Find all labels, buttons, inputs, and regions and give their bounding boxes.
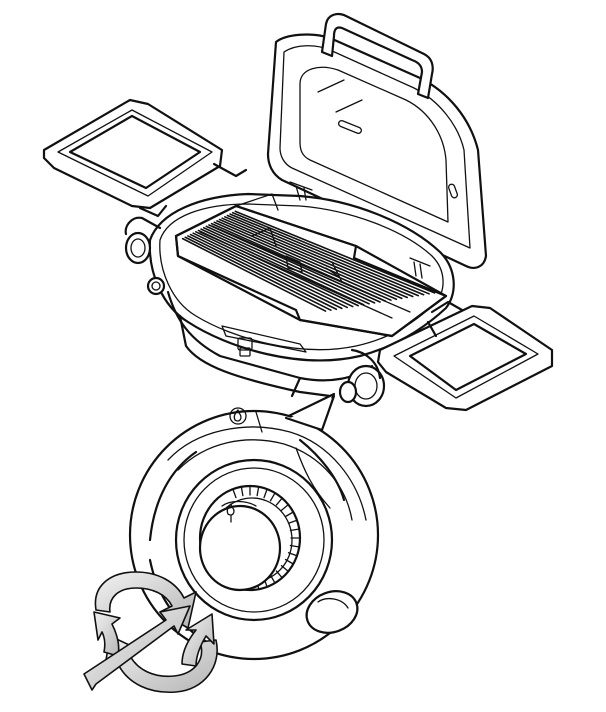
grate-bars <box>181 210 436 319</box>
right-side-table <box>376 300 554 412</box>
grate-bar <box>184 236 332 311</box>
grate-bar <box>192 232 349 309</box>
knurl-ridge <box>269 492 276 502</box>
knurl-ridge <box>275 497 283 506</box>
grate-bar <box>202 226 370 305</box>
grate-bar <box>195 231 354 308</box>
grate-bar <box>205 225 376 304</box>
grate-bar <box>221 217 409 299</box>
knob-flame-mark <box>226 503 235 523</box>
knurl-ridge <box>284 511 294 518</box>
left-side-table <box>42 98 248 218</box>
grate-bar <box>216 220 398 301</box>
knurl-ridge <box>256 486 260 497</box>
front-control-knob <box>338 348 386 408</box>
grate-bar <box>189 233 343 310</box>
knurl-ridge <box>263 488 268 499</box>
grate-bar <box>187 235 338 311</box>
cooking-grate <box>174 193 448 338</box>
flame-icon <box>233 409 242 422</box>
lid-handle <box>320 13 434 100</box>
knurl-ridge <box>287 519 298 524</box>
grate-bar <box>213 221 392 301</box>
grill-lid <box>266 33 488 269</box>
grate-bar <box>181 237 327 312</box>
grate-bar <box>226 214 419 297</box>
left-control-knob <box>124 216 166 296</box>
grate-bar <box>231 211 430 295</box>
knurl-ridge <box>232 488 237 499</box>
grate-bar <box>229 213 425 296</box>
knurl-ridge <box>280 503 289 512</box>
grate-bar <box>200 228 365 306</box>
grate-rail <box>211 225 411 313</box>
grate-rail <box>199 231 393 319</box>
knurl-ridge <box>240 486 244 497</box>
grate-bar <box>208 224 381 303</box>
grate-bar <box>218 218 403 300</box>
knurl-ridge <box>289 528 300 532</box>
push-arrow-icon <box>83 605 191 691</box>
grate-bar <box>234 210 436 294</box>
grate-bar <box>224 216 414 298</box>
